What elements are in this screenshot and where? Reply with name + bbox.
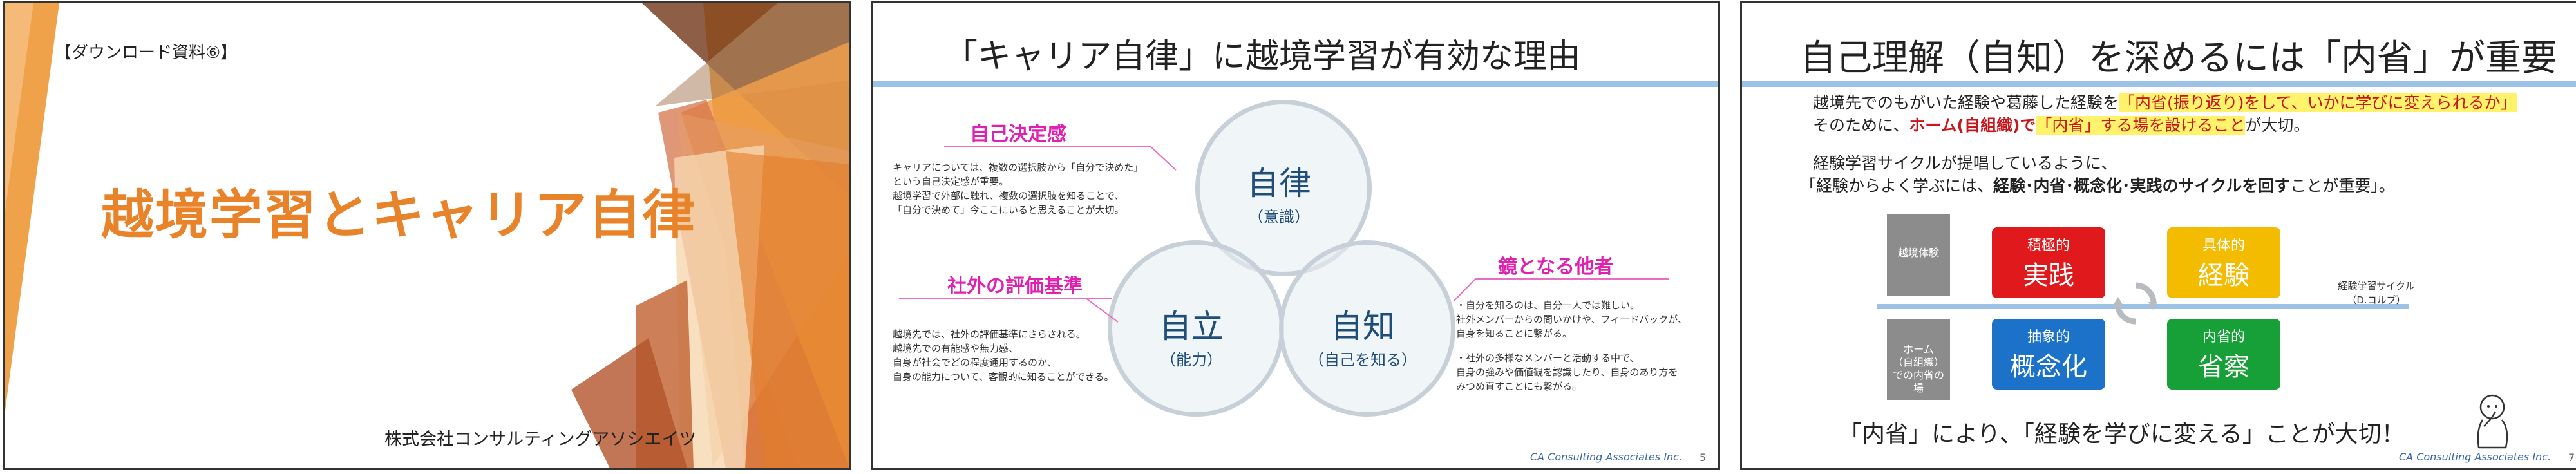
cycle-axis-line [1877, 304, 2409, 309]
intro-line-2: そのために、ホーム(自組織)で「内省」する場を設けることが大切。 [1813, 113, 2309, 136]
thinking-person-icon [2477, 394, 2508, 449]
box-reflection-main: 省察 [2198, 352, 2249, 382]
footer-logo: CA Consulting Associates Inc. [2399, 451, 2552, 463]
box-conceptualization-sub: 抽象的 [2027, 329, 2070, 345]
intro-line-1-a: 越境先でのもがいた経験や葛藤した経験を [1813, 93, 2119, 112]
slide1-decoration [5, 3, 849, 468]
box-practice: 積極的 実践 [1992, 227, 2105, 298]
title-underline [1742, 81, 2576, 87]
intro-line-3: 経験学習サイクルが提唱しているように、 [1813, 154, 2117, 173]
box-conceptualization-main: 概念化 [2010, 352, 2087, 382]
slide-title: 「キャリア自律」に越境学習が有効な理由 [944, 37, 1581, 76]
box-practice-sub: 積極的 [2027, 238, 2070, 254]
reflection-slide: 自己理解（自知）を深めるには「内省」が重要 越境先でのもがいた経験や葛藤した経験… [1740, 1, 2576, 470]
circle-top-text: 自律 （意識） [1202, 158, 1356, 227]
reasons-slide: 「キャリア自律」に越境学習が有効な理由 自律 （意識） 自立 （能力） 自知 （… [871, 1, 1720, 470]
text-mirror-others-2: ・社外の多様なメンバーと活動する中で、 自身の強みや価値観を認識したり、自身のあ… [1456, 352, 1678, 392]
label-self-decision: 自己決定感 [970, 123, 1066, 146]
title-underline [873, 81, 1718, 87]
intro-line-2-highlight: 「内省」する場を設けること [2036, 116, 2246, 135]
page-number: 5 [1700, 451, 1707, 464]
home-reflection-box: ホーム （自組織） での内省の 場 [1887, 319, 1950, 400]
conclusion-text: 「内省」により、「経験を学びに変える」ことが大切！ [1839, 421, 2405, 448]
intro-line-4-a: 「経験からよく学ぶには、 [1800, 176, 1994, 195]
slide-title: 越境学習とキャリア自律 [101, 185, 697, 246]
circle-self-knowledge [1279, 240, 1455, 417]
circle-top-sub: （意識） [1248, 208, 1310, 226]
document-tag: 【ダウンロード資料⑥】 [55, 43, 238, 62]
connector-mirror-others [1454, 278, 1477, 301]
intro-line-2-home: ホーム(自組織)で [1909, 116, 2036, 135]
intro-line-4-c: ことが重要」。 [2290, 176, 2395, 195]
text-self-decision: キャリアについては、複数の選択肢から「自分で決めた」 という自己決定感が重要。 … [893, 162, 1144, 216]
label-self-decision-underline [944, 146, 1150, 147]
label-external-criteria: 社外の評価基準 [947, 275, 1083, 298]
box-conceptualization: 抽象的 概念化 [1992, 319, 2105, 390]
footer-logo: CA Consulting Associates Inc. [1530, 451, 1683, 463]
cycle-note: 経験学習サイクル （D.コルブ） [2338, 280, 2415, 306]
home-reflection-label: ホーム （自組織） での内省の 場 [1892, 343, 1944, 394]
circle-left-sub: （能力） [1160, 351, 1222, 369]
connector-external-criteria [1086, 298, 1119, 323]
box-experience: 具体的 経験 [2167, 227, 2280, 298]
intro-line-4-bold: 経験･内省･概念化･実践のサイクルを回す [1993, 176, 2291, 195]
box-experience-main: 経験 [2198, 261, 2249, 290]
page-number: 7 [2568, 451, 2575, 464]
title-slide: 【ダウンロード資料⑥】 越境学習とキャリア自律 株式会社コンサルティングアソシエ… [3, 1, 851, 470]
box-experience-sub: 具体的 [2202, 238, 2245, 254]
circle-left-text: 自立 （能力） [1121, 301, 1262, 370]
circle-left-main: 自立 [1159, 308, 1224, 345]
box-practice-main: 実践 [2023, 261, 2074, 290]
cross-border-experience-box: 越境体験 [1887, 214, 1950, 296]
text-mirror-others-1: ・自分を知るのは、自分一人では難しい。 社外メンバーからの問いかけや、フィードバ… [1456, 299, 1687, 339]
company-name: 株式会社コンサルティングアソシエイツ [384, 430, 697, 450]
circle-top-main: 自律 [1247, 165, 1311, 202]
label-mirror-others: 鏡となる他者 [1498, 256, 1614, 278]
label-mirror-others-underline [1475, 278, 1669, 280]
cross-border-experience-label: 越境体験 [1897, 247, 1939, 259]
circle-right-text: 自知 （自己を知る） [1292, 301, 1434, 370]
cycle-arrows-icon [2114, 282, 2157, 325]
intro-line-2-a: そのために、 [1813, 116, 1909, 135]
box-reflection: 内省的 省察 [2167, 319, 2280, 390]
circle-right-sub: （自己を知る） [1309, 351, 1417, 369]
text-external-criteria: 越境先では、社外の評価基準にさらされる。 越境先での有能感や無力感、 自身が社会… [893, 328, 1114, 383]
intro-line-4: 「経験からよく学ぶには、経験･内省･概念化･実践のサイクルを回すことが重要」。 [1800, 173, 2395, 196]
connector-self-decision [1150, 146, 1177, 171]
slide-title: 自己理解（自知）を深めるには「内省」が重要 [1800, 37, 2557, 79]
intro-line-2-d: が大切。 [2245, 116, 2310, 135]
intro-line-1-highlight: 「内省(振り返り)をして、いかに学びに変えられるか」 [2119, 93, 2517, 112]
circle-right-main: 自知 [1331, 308, 1395, 345]
box-reflection-sub: 内省的 [2202, 329, 2245, 345]
intro-line-1: 越境先でのもがいた経験や葛藤した経験を「内省(振り返り)をして、いかに学びに変え… [1813, 90, 2517, 113]
label-external-criteria-underline [899, 298, 1112, 299]
